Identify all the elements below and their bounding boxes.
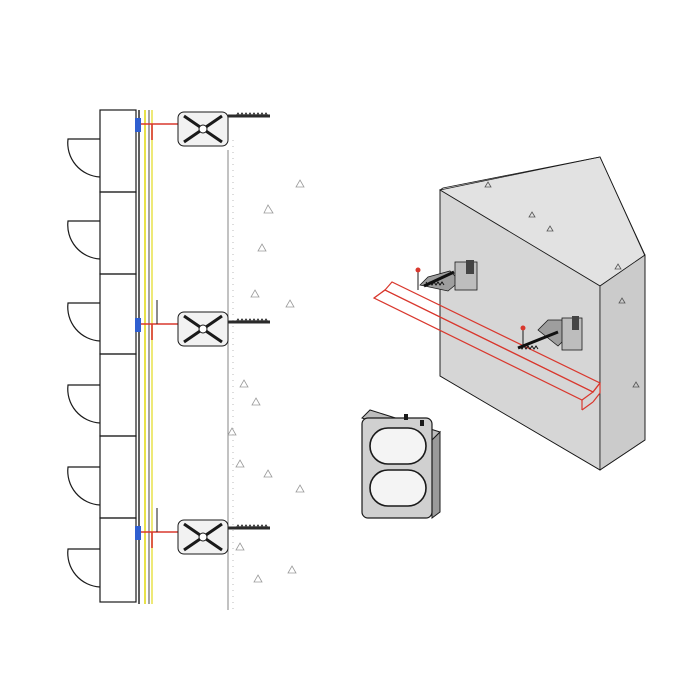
concrete-aggregate-wall: [484, 181, 640, 388]
half-round-profile: [67, 384, 101, 424]
wall-block: [439, 156, 646, 471]
half-round-profile: [67, 466, 101, 506]
stone-panel: [99, 273, 137, 355]
wall-bracket-2: [517, 316, 583, 351]
bracket-assembly-1: [135, 111, 270, 147]
isometric-wall: [372, 156, 646, 471]
stone-panel: [99, 191, 137, 275]
detail-slot-lower: [369, 469, 427, 507]
half-round-profile: [67, 548, 101, 588]
section-view: [67, 109, 305, 610]
stone-panel: [99, 353, 137, 437]
detail-slot-upper: [369, 427, 427, 465]
half-round-profile: [67, 302, 101, 342]
stone-panel: [99, 517, 137, 603]
stone-panel: [99, 435, 137, 519]
blue-clip-icon: [135, 118, 141, 132]
stone-panel: [99, 109, 137, 193]
half-round-profile: [67, 220, 101, 260]
wall-side-face: [599, 254, 646, 471]
blue-clip-icon: [135, 318, 141, 332]
red-angle-shelf: [372, 281, 601, 411]
stone-panels: [99, 109, 137, 603]
detail-plate-edge: [431, 430, 441, 519]
bracket-assembly-2: [135, 300, 270, 347]
half-round-profiles: [67, 138, 101, 588]
bracket-assembly-3: [135, 508, 270, 555]
blue-clip-icon: [135, 526, 141, 540]
concrete-aggregate-left: [227, 179, 305, 583]
wall-bracket-1: [415, 260, 478, 292]
bracket-detail: [361, 409, 441, 519]
half-round-profile: [67, 138, 101, 178]
